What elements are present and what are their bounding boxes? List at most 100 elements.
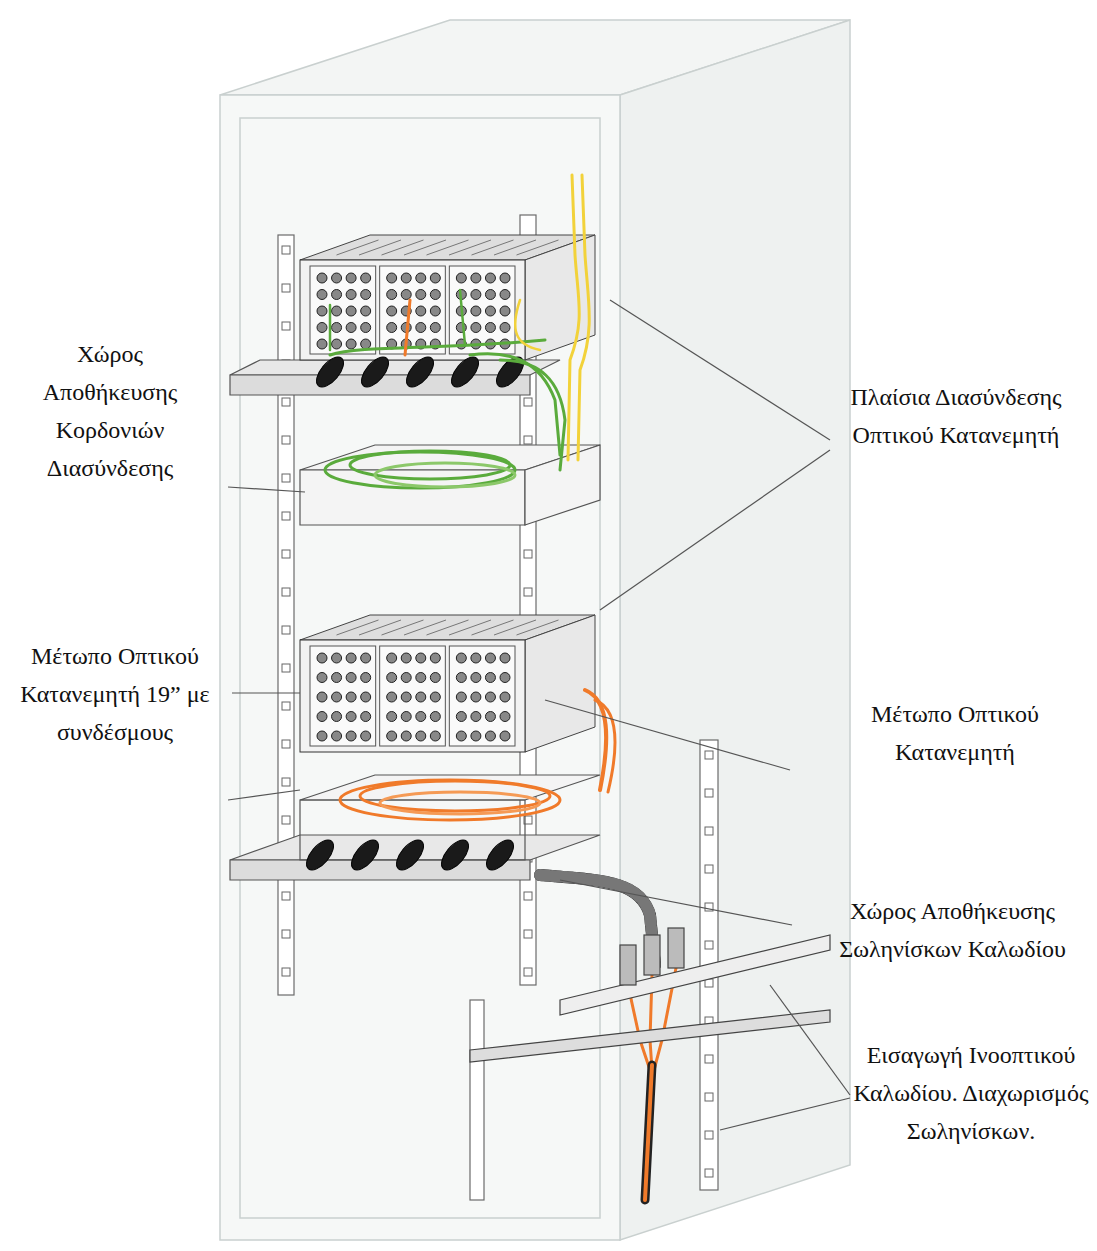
connector <box>430 306 440 316</box>
rail-hole <box>282 930 290 938</box>
connector <box>471 273 481 283</box>
connector <box>500 306 510 316</box>
connector <box>387 673 397 683</box>
connector <box>456 273 466 283</box>
rail-hole <box>282 892 290 900</box>
connector <box>332 653 342 663</box>
grommet <box>402 352 439 391</box>
connector <box>500 731 510 741</box>
connector <box>346 653 356 663</box>
panel-slot <box>472 240 514 255</box>
connector <box>387 290 397 300</box>
panel-slot <box>404 240 446 255</box>
connector <box>471 673 481 683</box>
grommet <box>447 352 484 391</box>
connector <box>500 653 510 663</box>
upper-panel <box>300 235 595 360</box>
grommet <box>392 835 429 874</box>
connector <box>471 323 481 333</box>
connector <box>416 673 426 683</box>
connector <box>471 306 481 316</box>
panel-slot <box>382 620 424 635</box>
connector <box>361 712 371 722</box>
connector <box>317 306 327 316</box>
connector <box>485 731 495 741</box>
connector <box>456 692 466 702</box>
panel-slot <box>427 620 469 635</box>
grommet <box>357 352 394 391</box>
connector <box>317 653 327 663</box>
rail-hole <box>282 246 290 254</box>
connector <box>332 290 342 300</box>
rail-hole <box>282 512 290 520</box>
connector <box>416 290 426 300</box>
callout-label: Μέτωπο Οπτικού Κατανεμητή <box>865 695 1045 771</box>
connector <box>471 290 481 300</box>
cabinet <box>220 20 850 1240</box>
connector <box>346 290 356 300</box>
connector <box>485 273 495 283</box>
rail-hole <box>282 436 290 444</box>
connector <box>416 273 426 283</box>
grommet <box>347 835 384 874</box>
connector <box>416 653 426 663</box>
connector <box>361 290 371 300</box>
connector <box>416 712 426 722</box>
module <box>310 646 376 746</box>
panel-slot <box>517 240 559 255</box>
rail-hole <box>705 941 713 949</box>
grommet <box>302 835 339 874</box>
panel-slot <box>359 620 401 635</box>
connector <box>456 712 466 722</box>
connector <box>500 673 510 683</box>
connector <box>346 339 356 349</box>
rail-hole <box>705 827 713 835</box>
connector <box>416 306 426 316</box>
connector <box>317 712 327 722</box>
connector <box>317 731 327 741</box>
patch-cord-loops <box>325 451 515 488</box>
rail-hole <box>524 550 532 558</box>
rail-hole <box>705 751 713 759</box>
connector <box>317 339 327 349</box>
trays <box>230 360 600 880</box>
rail-hole <box>282 398 290 406</box>
panel-slot <box>449 620 491 635</box>
connector <box>387 323 397 333</box>
connector <box>332 273 342 283</box>
rail-hole <box>524 968 532 976</box>
connector <box>332 306 342 316</box>
panel-slot <box>494 620 536 635</box>
connector <box>430 290 440 300</box>
connector <box>332 712 342 722</box>
callout-label: Πλαίσια Διασύνδεσης Οπτικού Κατανεμητή <box>835 378 1077 454</box>
rail-hole <box>282 740 290 748</box>
connector <box>430 273 440 283</box>
rail-hole <box>524 436 532 444</box>
connector <box>332 673 342 683</box>
connector <box>471 712 481 722</box>
rail-hole <box>282 322 290 330</box>
connector <box>346 673 356 683</box>
grommet <box>437 835 474 874</box>
connector <box>401 653 411 663</box>
rail-hole <box>524 588 532 596</box>
rail-hole <box>282 626 290 634</box>
connector <box>471 692 481 702</box>
connector <box>500 273 510 283</box>
grommet <box>482 835 519 874</box>
connector <box>317 273 327 283</box>
panel-side <box>525 615 595 752</box>
connector <box>416 731 426 741</box>
module <box>310 266 376 354</box>
rail-hole <box>524 930 532 938</box>
connector <box>500 323 510 333</box>
rail-hole <box>524 398 532 406</box>
connector <box>485 653 495 663</box>
connector <box>317 290 327 300</box>
connector <box>361 692 371 702</box>
buffer-tube-loops <box>340 780 560 820</box>
connector <box>401 673 411 683</box>
